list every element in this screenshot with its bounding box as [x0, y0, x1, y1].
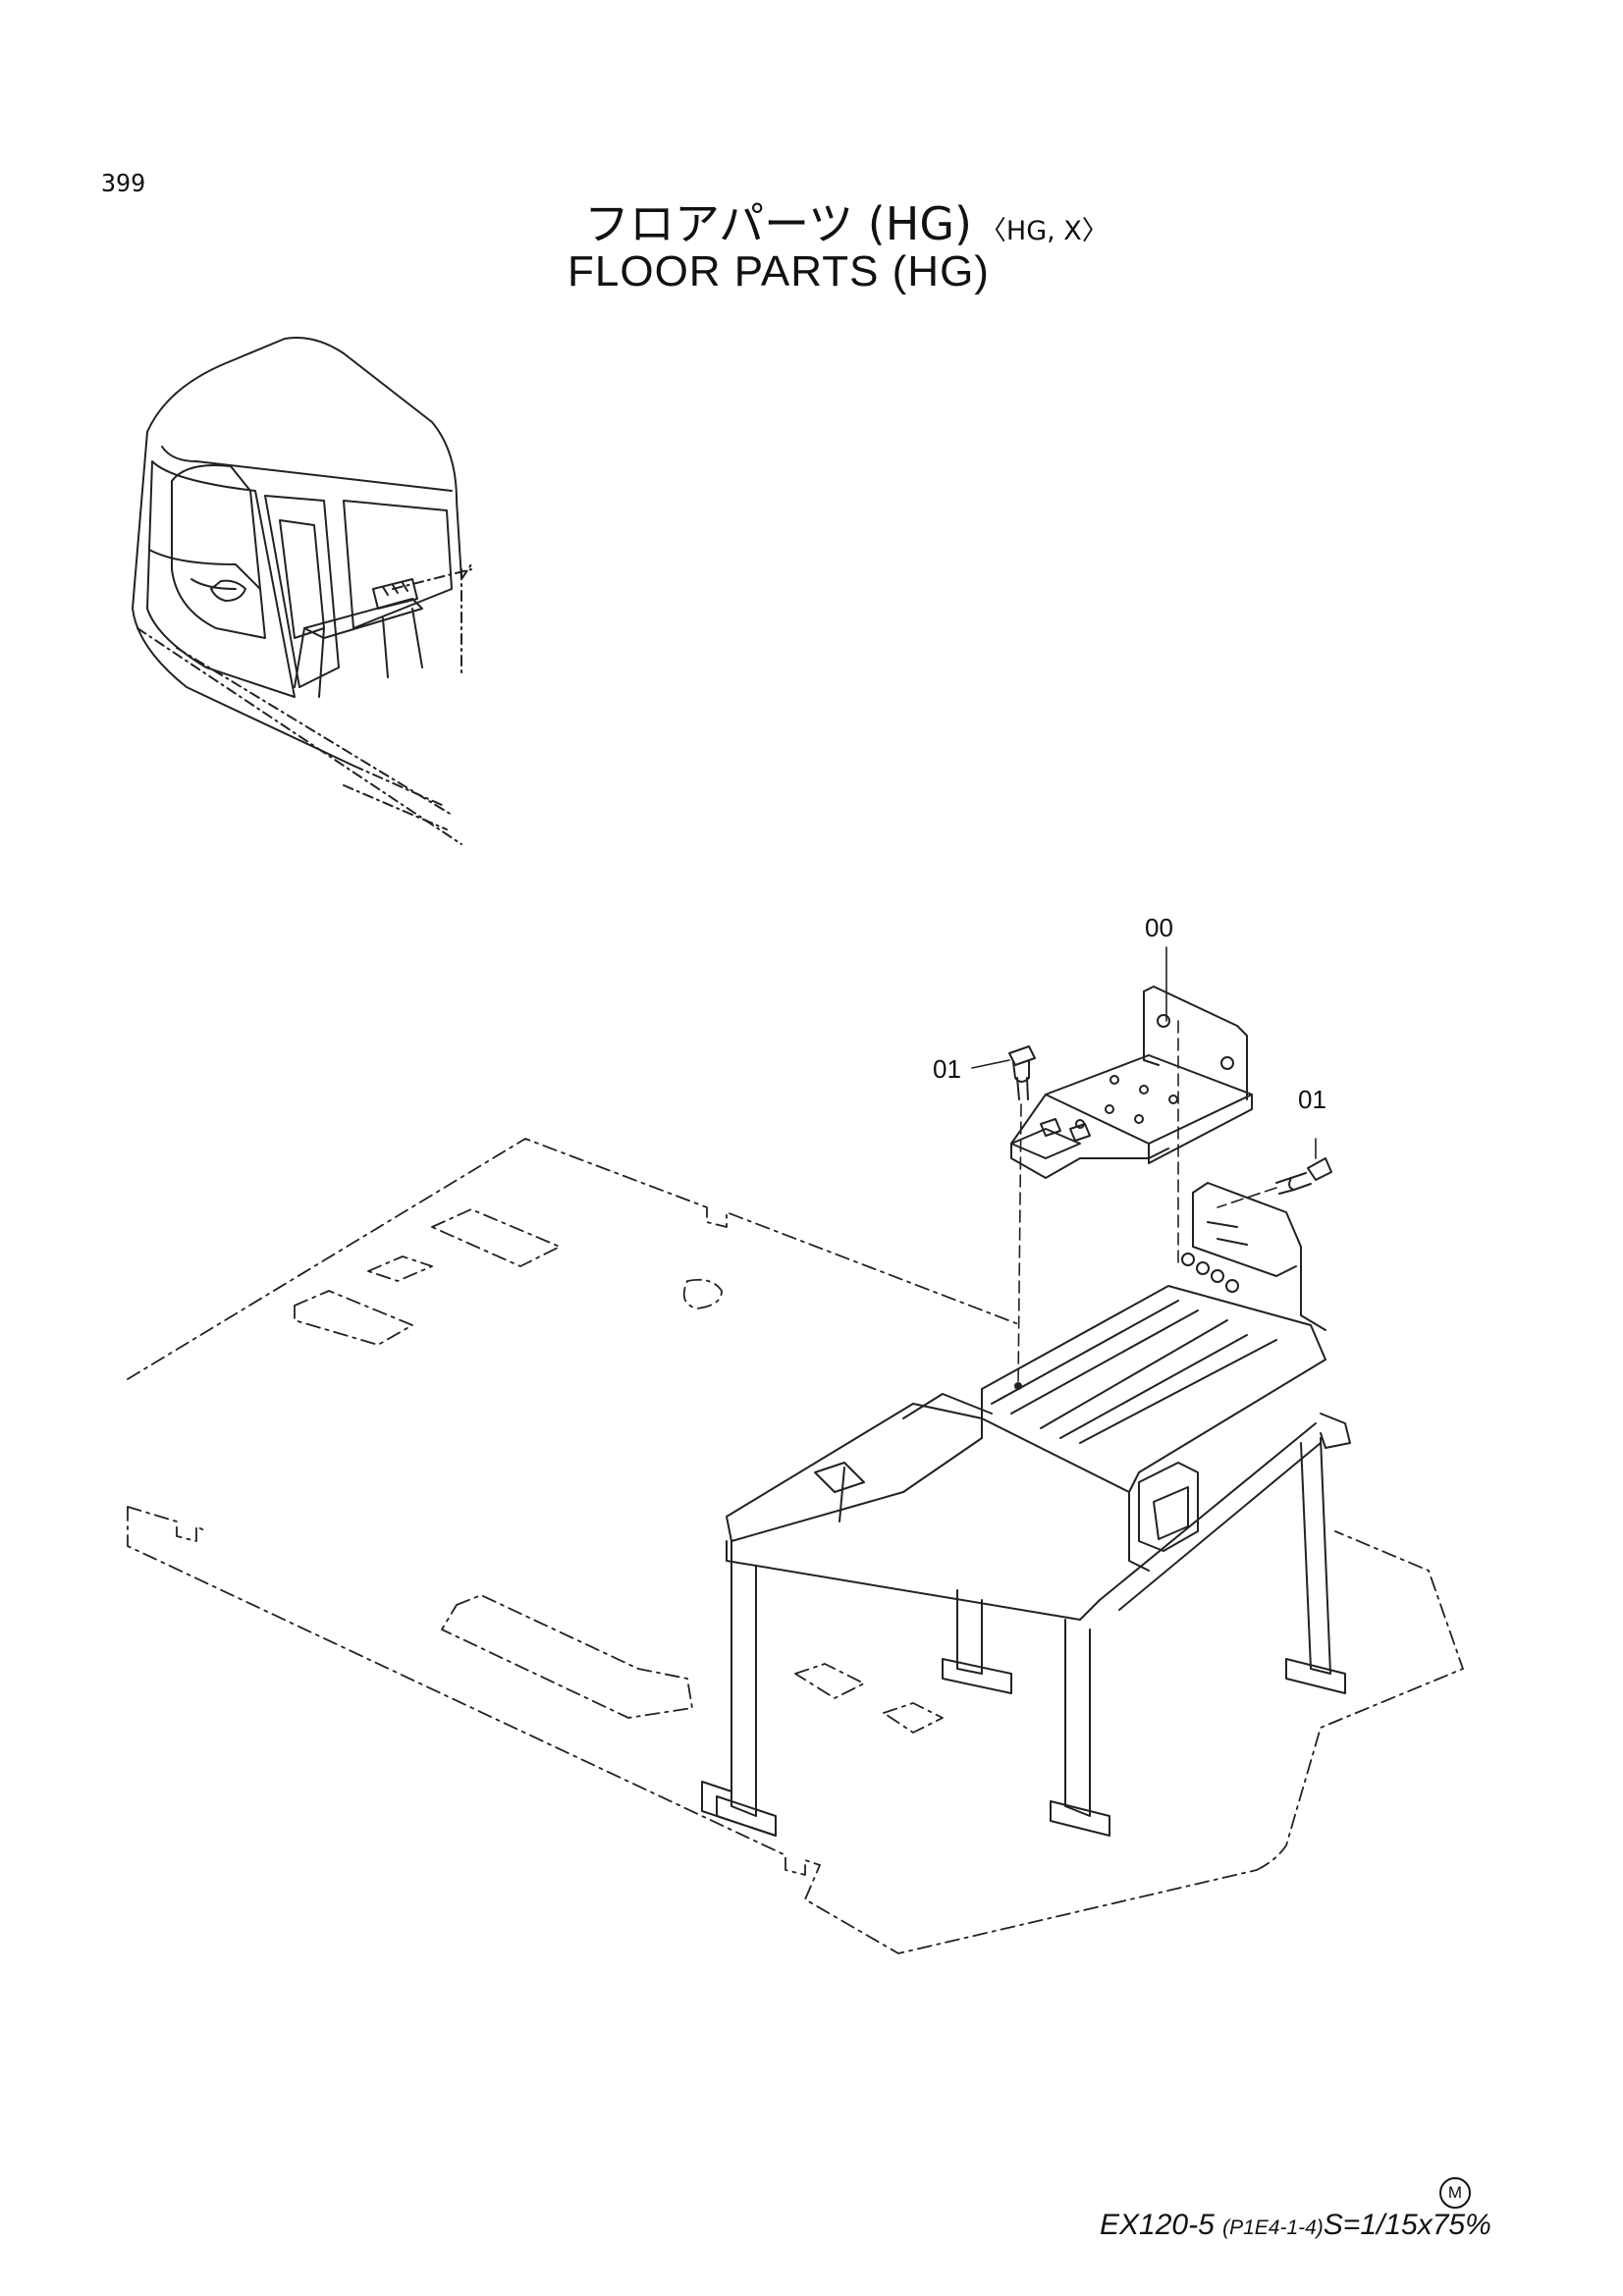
- title-english: FLOOR PARTS (HG): [568, 247, 990, 295]
- footer-mark: M: [1439, 2177, 1471, 2209]
- callout-01-left: 01: [933, 1054, 961, 1084]
- callout-00: 00: [1145, 913, 1173, 942]
- footer-code: (P1E4-1-4): [1222, 2216, 1324, 2239]
- page-number: 399: [101, 169, 146, 197]
- bolt-icon: [1008, 1045, 1332, 1195]
- footer-reference: EX120-5 (P1E4-1-4)S=1/15x75%: [1100, 2209, 1491, 2242]
- title-variant: 〈HG, X〉: [979, 216, 1109, 246]
- footer-model: EX120-5: [1100, 2209, 1215, 2241]
- floor-plate-icon: [127, 1138, 1464, 1954]
- assembly-lines: [971, 946, 1317, 1387]
- title-ja-text: フロアパーツ (HG): [584, 197, 972, 250]
- callout-01-right: 01: [1298, 1085, 1326, 1114]
- bracket-icon: [1010, 986, 1253, 1179]
- seat-stand-icon: [701, 1182, 1351, 1837]
- footer-scale: S=1/15x75%: [1323, 2209, 1491, 2241]
- cab-overview-icon: [132, 337, 472, 845]
- title-japanese: フロアパーツ (HG)〈HG, X〉: [584, 188, 1109, 253]
